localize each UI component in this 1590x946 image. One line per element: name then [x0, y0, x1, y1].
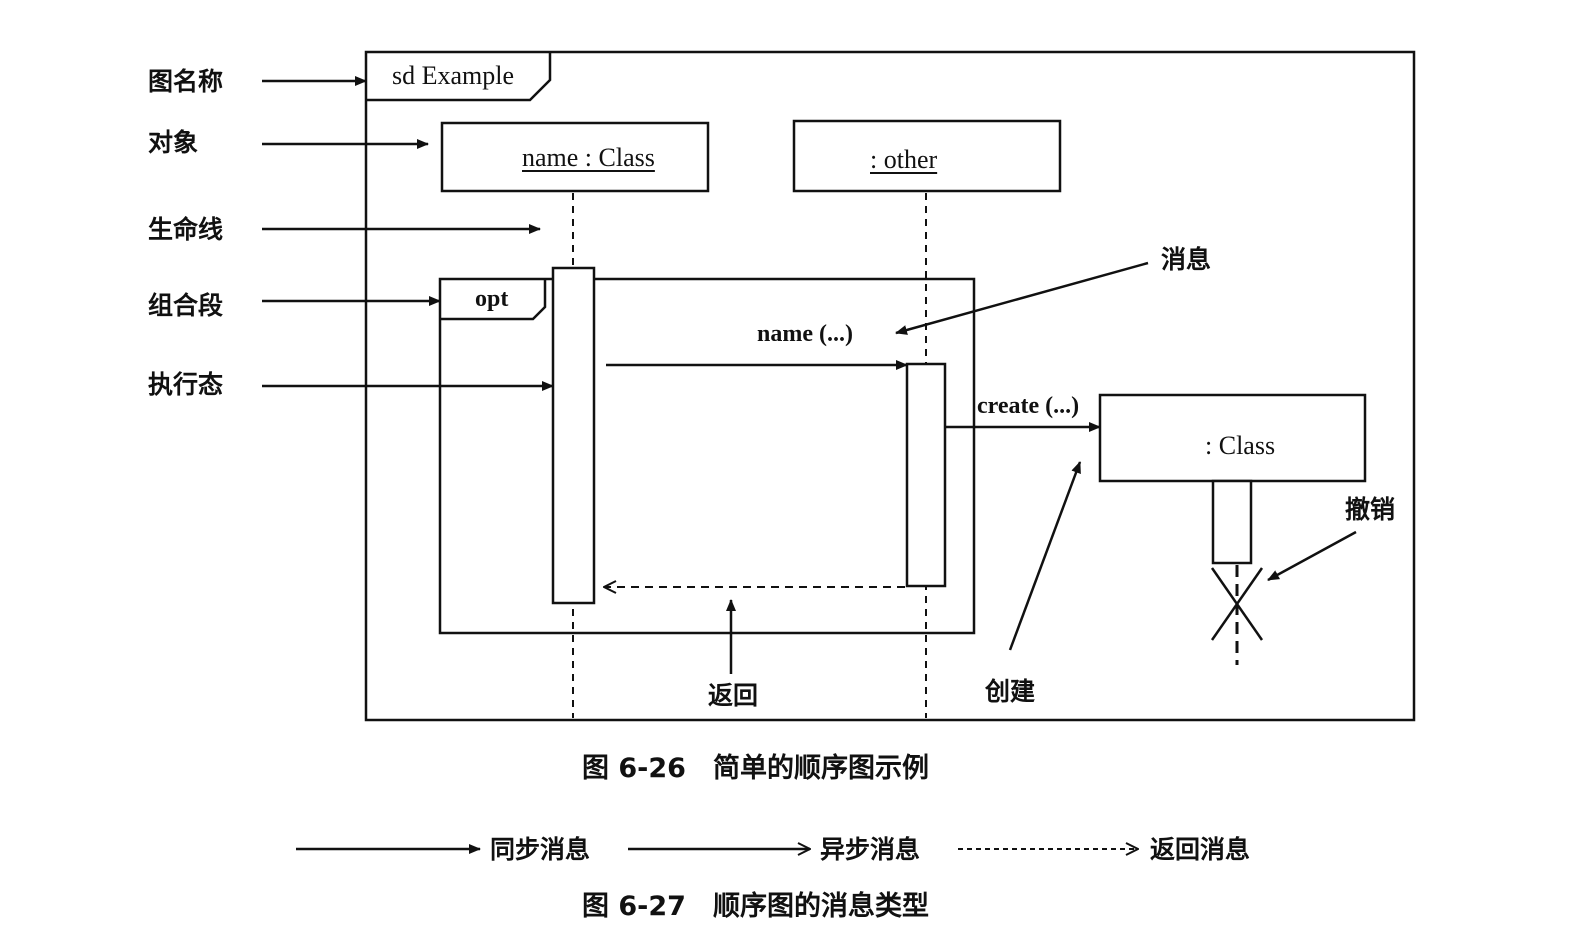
opt-fragment — [438, 277, 976, 635]
label-diagram-name: 图名称 — [148, 67, 224, 96]
opt-fragment-tab — [440, 279, 547, 321]
destroy-x-icon — [1210, 567, 1264, 641]
label-object: 对象 — [148, 128, 199, 157]
legend-reply-label: 返回消息 — [1150, 835, 1251, 864]
execution-bar-left — [551, 266, 596, 605]
object-label-class: : Class — [1205, 431, 1276, 460]
label-execution: 执行态 — [148, 370, 224, 399]
object-box-other — [792, 119, 1062, 193]
callout-create: 创建 — [985, 677, 1036, 706]
object-label-other: : other — [870, 145, 938, 174]
object-box-class — [1098, 393, 1367, 483]
object-box-name-class — [440, 121, 710, 193]
legend-sync-label: 同步消息 — [490, 835, 591, 864]
legend-async-label: 异步消息 — [820, 835, 921, 864]
pointer-message — [895, 261, 1149, 335]
message-label-name: name (...) — [757, 321, 853, 347]
message-label-create: create (...) — [977, 393, 1080, 419]
execution-bar-class — [1211, 479, 1253, 565]
sd-frame-tab — [366, 52, 552, 102]
label-lifeline: 生命线 — [148, 215, 224, 244]
fragment-label: opt — [475, 286, 509, 312]
figure-caption-6-27: 图 6-27 顺序图的消息类型 — [582, 891, 929, 922]
pointer-destroy — [1267, 530, 1357, 582]
callout-destroy: 撤销 — [1345, 495, 1396, 524]
callout-message: 消息 — [1161, 245, 1212, 274]
callout-return: 返回 — [708, 681, 759, 710]
figure-caption-6-26: 图 6-26 简单的顺序图示例 — [582, 753, 929, 784]
object-label-name-class: name : Class — [522, 143, 655, 172]
pointer-create — [1008, 461, 1082, 651]
frame-label: sd Example — [392, 61, 515, 90]
label-combined-fragment: 组合段 — [148, 291, 224, 320]
execution-bar-other — [905, 362, 947, 588]
